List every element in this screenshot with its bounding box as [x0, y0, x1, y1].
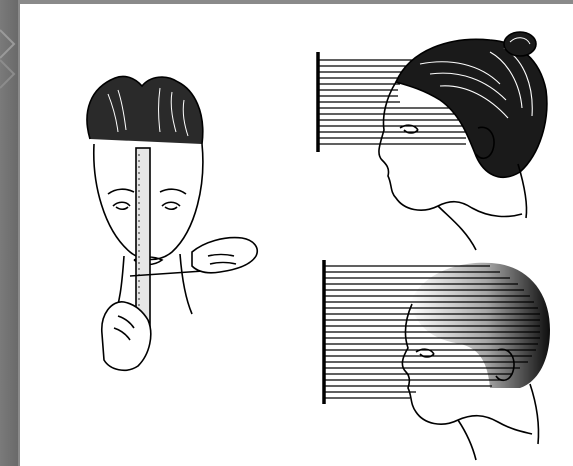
updo-profile-figure	[318, 32, 547, 250]
illustration	[20, 4, 573, 466]
slide-canvas	[20, 4, 573, 466]
frame-decoration	[0, 0, 20, 466]
short-profile-figure	[324, 260, 550, 460]
front-face-figure	[87, 76, 257, 370]
